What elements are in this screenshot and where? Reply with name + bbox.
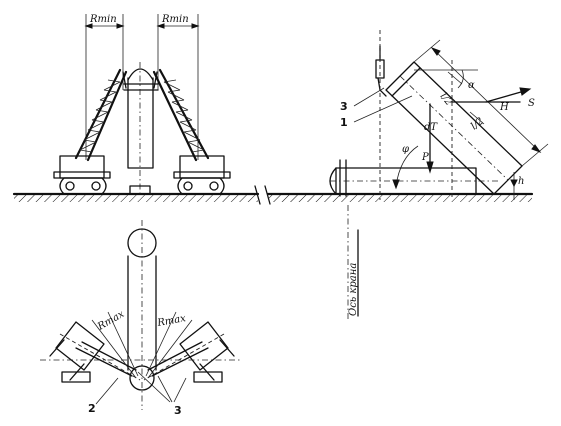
left-crane	[53, 68, 128, 195]
label-phi: φ	[402, 144, 409, 155]
label-h-small: h	[518, 176, 524, 187]
callout-3-bottom: 3	[174, 404, 182, 417]
crane-axis-marker	[347, 205, 359, 320]
label-crane-axis: Ось крана	[348, 263, 359, 316]
label-s: S	[528, 98, 535, 109]
callout-2: 2	[88, 402, 96, 415]
front-view-two-cranes	[53, 14, 231, 195]
label-h-height: H	[499, 102, 509, 113]
callout-1: 1	[340, 116, 348, 129]
plan-view	[40, 220, 240, 410]
label-alpha: α	[468, 80, 475, 91]
ground-line	[12, 185, 534, 205]
callout-3-top: 3	[340, 100, 348, 113]
right-crane	[152, 68, 231, 195]
label-r-min-right: Rmin	[161, 14, 189, 25]
label-r-min-left: Rmin	[89, 14, 117, 25]
label-r-max-right: Rmax	[156, 313, 187, 329]
side-view-tilting-column	[329, 30, 549, 200]
label-d-t: dТ	[424, 122, 438, 133]
label-r-max-left: Rmax	[95, 309, 126, 334]
label-p: P	[421, 152, 429, 163]
